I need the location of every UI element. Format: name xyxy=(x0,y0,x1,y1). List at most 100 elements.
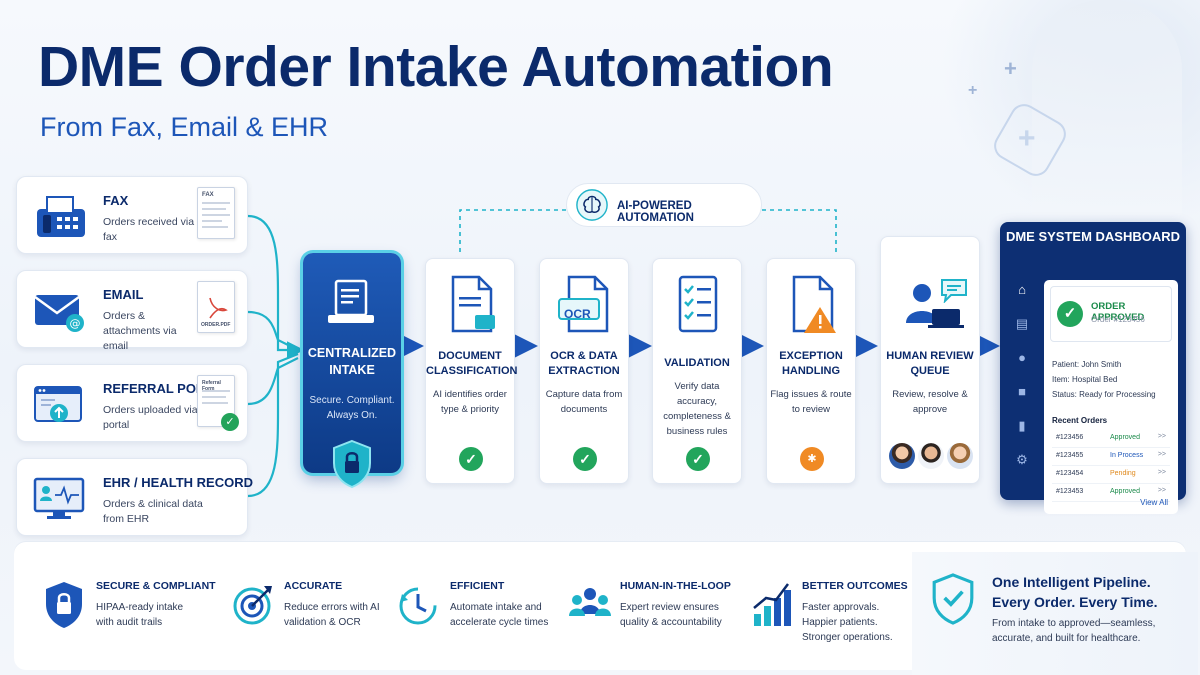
source-card-referral-portal[interactable]: REFERRAL PORTAL Orders uploaded via port… xyxy=(16,364,248,442)
source-desc-referral-portal: Orders uploaded via portal xyxy=(103,404,198,431)
pdf-icon xyxy=(209,297,228,319)
users-icon[interactable]: ● xyxy=(1018,350,1026,365)
tagline-title: One Intelligent Pipeline.Every Order. Ev… xyxy=(992,574,1158,610)
document-tag-icon xyxy=(451,275,495,333)
reviewer-avatar xyxy=(918,443,944,469)
connector-email xyxy=(247,310,299,351)
svg-text:@: @ xyxy=(70,317,81,330)
medical-cross-icon: + xyxy=(1018,122,1036,155)
brain-icon xyxy=(576,189,608,221)
upload-window-icon xyxy=(34,386,82,422)
bar-chart-icon[interactable]: ▮ xyxy=(1018,418,1026,433)
bar-chart-growth-icon xyxy=(753,583,791,626)
order-id: #123454 xyxy=(1056,470,1084,477)
plus-decoration-icon: + xyxy=(1004,56,1017,81)
status-info: Status: Ready for Processing xyxy=(1052,390,1156,399)
order-status: In Process xyxy=(1110,452,1144,459)
reviewer-avatar xyxy=(889,443,915,469)
order-number: Order #123456 xyxy=(1091,315,1145,324)
patient-info: Patient: John Smith xyxy=(1052,360,1122,369)
dashboard-panel: ✓ ORDER APPROVED Order #123456 Patient: … xyxy=(1044,280,1178,514)
dashboard-title: DME SYSTEM DASHBOARD xyxy=(1005,229,1181,244)
reviewer-laptop-icon xyxy=(906,284,964,328)
feature-title: HUMAN-IN-THE-LOOP xyxy=(620,580,731,592)
connector-fax xyxy=(247,214,305,359)
background-doctor-figure xyxy=(1032,0,1182,215)
step-ocr-data-extraction[interactable]: OCR OCR & DATA EXTRACTION Capture data f… xyxy=(539,258,629,484)
order-id: #123453 xyxy=(1056,488,1084,495)
target-icon xyxy=(233,586,272,625)
source-desc-fax: Orders received via fax xyxy=(103,216,195,243)
centralized-intake-card[interactable]: CENTRALIZED INTAKE Secure. Compliant. Al… xyxy=(303,253,401,489)
recent-orders-heading: Recent Orders xyxy=(1052,416,1108,425)
step-exception-handling[interactable]: EXCEPTION HANDLING Flag issues & route t… xyxy=(766,258,856,484)
plus-decoration-icon: + xyxy=(968,82,978,99)
box-icon[interactable]: ■ xyxy=(1018,384,1026,399)
source-title-email: EMAIL xyxy=(103,287,144,302)
page-title: DME Order Intake Automation xyxy=(38,35,834,99)
recent-order-row[interactable]: #123455 In Process >> xyxy=(1052,448,1170,466)
source-card-fax[interactable]: FAX Orders received via fax FAX xyxy=(16,176,248,254)
row-arrow-icon[interactable]: >> xyxy=(1157,469,1166,476)
people-icon xyxy=(569,588,611,616)
step-title: OCR & DATA EXTRACTION xyxy=(548,350,620,377)
tagline-panel xyxy=(912,552,1198,675)
step-title: EXCEPTION HANDLING xyxy=(779,350,843,377)
ocr-badge: OCR xyxy=(564,307,591,321)
gear-icon[interactable]: ⚙ xyxy=(1016,452,1028,467)
home-icon[interactable]: ⌂ xyxy=(1018,282,1026,297)
shield-check-icon xyxy=(932,573,974,625)
recent-order-row[interactable]: #123454 Pending >> xyxy=(1052,466,1170,484)
checklist-icon xyxy=(678,275,718,333)
row-arrow-icon[interactable]: >> xyxy=(1157,433,1166,440)
clock-icon xyxy=(399,587,437,625)
order-status-card: ✓ ORDER APPROVED Order #123456 xyxy=(1050,286,1172,342)
review-title: HUMAN REVIEW QUEUE xyxy=(886,350,974,377)
centralized-intake-desc: Secure. Compliant. Always On. xyxy=(309,395,395,421)
source-title-ehr: EHR / HEALTH RECORD xyxy=(103,475,253,490)
step-validation[interactable]: VALIDATION Verify data accuracy, complet… xyxy=(652,258,742,484)
dashboard-sidebar: ⌂ ▤ ● ■ ▮ ⚙ xyxy=(1010,278,1034,482)
step-title: VALIDATION xyxy=(664,357,730,369)
order-status: Approved xyxy=(1110,488,1140,495)
dme-system-dashboard: DME SYSTEM DASHBOARD ⌂ ▤ ● ■ ▮ ⚙ ✓ ORDER… xyxy=(1000,222,1186,514)
row-arrow-icon[interactable]: >> xyxy=(1157,451,1166,458)
step-document-classification[interactable]: DOCUMENT CLASSIFICATION AI identifies or… xyxy=(425,258,518,484)
recent-order-row[interactable]: #123453 Approved >> xyxy=(1052,484,1170,502)
tagline-desc: From intake to approved—seamless,accurat… xyxy=(992,618,1156,644)
warning-status-icon: ✱ xyxy=(800,447,824,471)
ai-powered-automation-banner: AI-POWERED AUTOMATION xyxy=(566,183,762,227)
step-title: DOCUMENT CLASSIFICATION xyxy=(426,350,518,377)
order-id: #123456 xyxy=(1056,434,1084,441)
review-desc: Review, resolve & approve xyxy=(892,389,968,415)
source-card-ehr[interactable]: EHR / HEALTH RECORD Orders & clinical da… xyxy=(16,458,253,536)
connector-portal xyxy=(247,357,299,406)
checkmark-icon: ✓ xyxy=(573,447,597,471)
order-status: Pending xyxy=(1110,470,1136,477)
warning-document-icon xyxy=(792,275,836,333)
step-desc: Capture data from documents xyxy=(545,389,623,415)
order-id: #123455 xyxy=(1056,452,1084,459)
view-all-link[interactable]: View All xyxy=(1140,498,1168,507)
centralized-intake-title: CENTRALIZED INTAKE xyxy=(307,346,397,377)
source-desc-ehr: Orders & clinical data from EHR xyxy=(103,498,203,525)
inbox-tray-icon xyxy=(328,279,374,323)
page-subtitle: From Fax, Email & EHR xyxy=(40,112,329,142)
shield-lock-icon xyxy=(46,582,82,628)
feature-title: BETTER OUTCOMES xyxy=(802,580,908,592)
source-desc-email: Orders & attachments via email xyxy=(103,310,177,352)
checkmark-icon: ✓ xyxy=(1057,301,1083,327)
fax-machine-icon xyxy=(37,196,85,237)
human-review-queue-card[interactable]: HUMAN REVIEW QUEUE Review, resolve & app… xyxy=(880,236,980,484)
checkmark-icon: ✓ xyxy=(686,447,710,471)
source-card-email[interactable]: @ EMAIL Orders & attachments via email O… xyxy=(16,270,248,352)
row-arrow-icon[interactable]: >> xyxy=(1157,487,1166,494)
clipboard-icon[interactable]: ▤ xyxy=(1015,316,1029,331)
chat-bubble-icon xyxy=(941,279,967,303)
order-approved-label: ORDER APPROVED xyxy=(1091,301,1145,323)
